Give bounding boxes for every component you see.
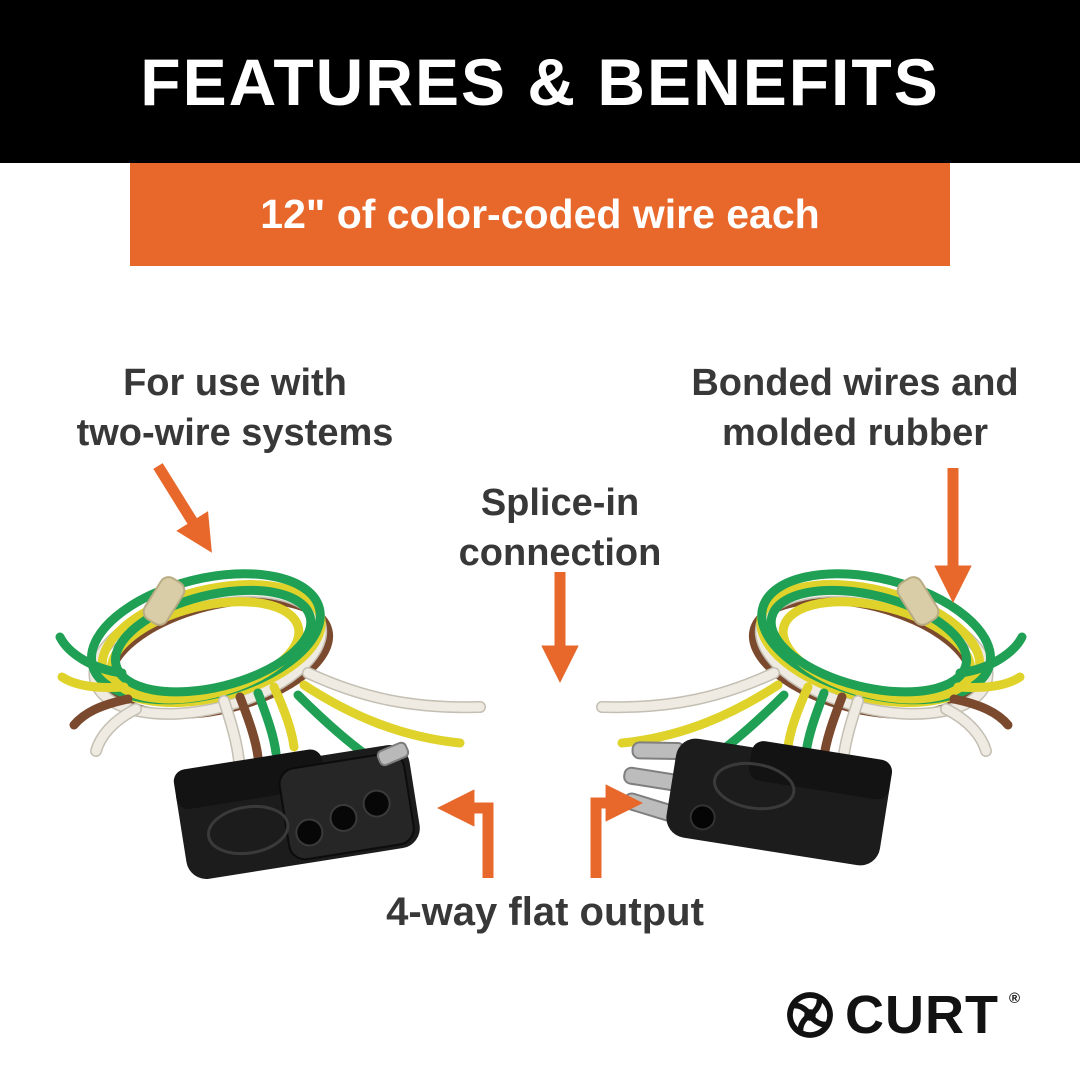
wire-bundle-left bbox=[60, 551, 480, 771]
callout-two-wire-systems: For use with two-wire systems bbox=[40, 358, 430, 458]
callout-line: two-wire systems bbox=[76, 412, 394, 455]
wire-bundle-right bbox=[602, 551, 1022, 771]
callout-splice-in: Splice-in connection bbox=[430, 478, 690, 578]
connector-right-pins bbox=[623, 738, 893, 866]
callout-line: Splice-in bbox=[480, 482, 640, 524]
callout-4way-flat-output: 4-way flat output bbox=[345, 886, 745, 939]
arrow-two-wire bbox=[153, 463, 212, 553]
page-title: FEATURES & BENEFITS bbox=[140, 44, 940, 119]
brand-logo: CURT ® bbox=[785, 988, 1020, 1042]
subheader-text: 12" of color-coded wire each bbox=[260, 191, 820, 237]
callout-line: For use with bbox=[123, 362, 347, 404]
curt-gear-icon bbox=[787, 992, 833, 1038]
registered-mark: ® bbox=[1008, 990, 1020, 1007]
header-banner: FEATURES & BENEFITS bbox=[0, 0, 1080, 163]
connector-left-socket bbox=[173, 741, 420, 879]
brand-name: CURT bbox=[844, 985, 999, 1045]
callout-bonded-wires: Bonded wires and molded rubber bbox=[650, 358, 1060, 458]
callout-line: 4-way flat output bbox=[386, 890, 704, 934]
callout-line: connection bbox=[458, 532, 662, 575]
callout-line: Bonded wires and bbox=[691, 362, 1019, 404]
arrow-flat-right bbox=[590, 784, 643, 878]
arrow-flat-left bbox=[437, 789, 494, 878]
callout-line: molded rubber bbox=[721, 412, 989, 455]
subheader-banner: 12" of color-coded wire each bbox=[130, 163, 950, 266]
